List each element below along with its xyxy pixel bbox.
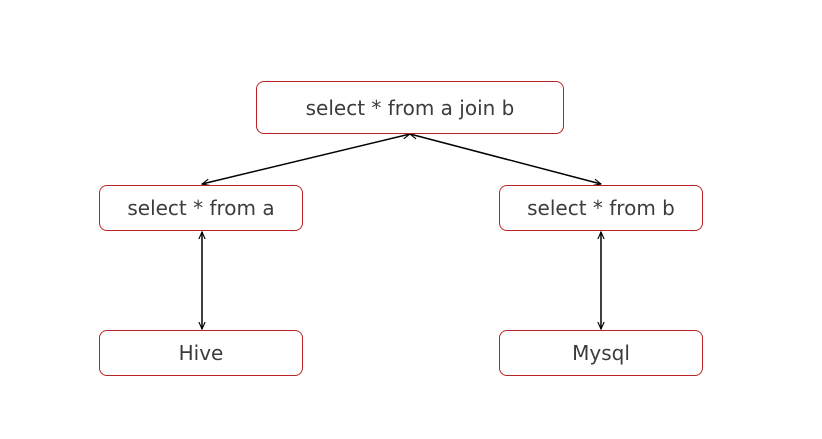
node-join-query-label: select * from a join b — [305, 95, 515, 120]
node-join-query[interactable]: select * from a join b — [256, 81, 564, 134]
edge-join-to-a — [202, 134, 410, 184]
edge-join-to-b — [410, 134, 601, 184]
node-query-a[interactable]: select * from a — [99, 185, 303, 231]
node-hive-label: Hive — [178, 341, 224, 365]
node-mysql-label: Mysql — [572, 341, 630, 365]
node-query-b-label: select * from b — [527, 196, 675, 220]
node-hive[interactable]: Hive — [99, 330, 303, 376]
node-query-a-label: select * from a — [127, 196, 275, 220]
node-query-b[interactable]: select * from b — [499, 185, 703, 231]
node-mysql[interactable]: Mysql — [499, 330, 703, 376]
